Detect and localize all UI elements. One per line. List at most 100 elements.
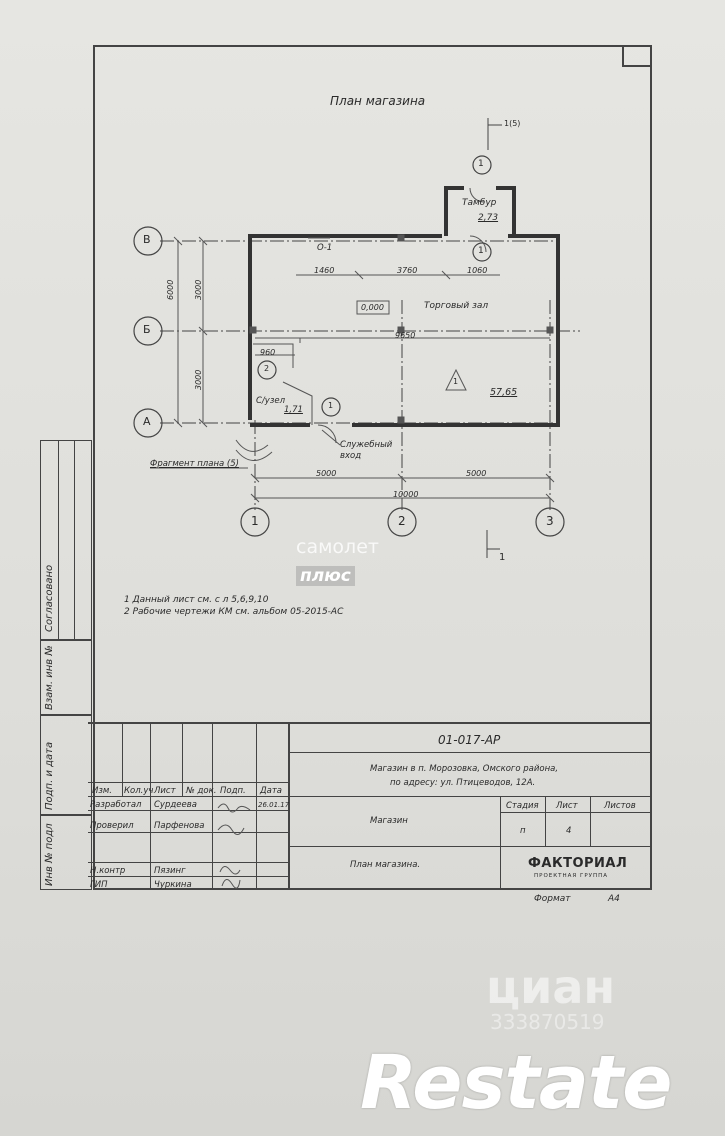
name-gip: Чуркина [154, 880, 192, 890]
level-mark: 0,000 [361, 303, 384, 312]
format-value: А4 [608, 894, 620, 904]
address-line-2: по адресу: ул. Птицеводов, 12А. [390, 778, 536, 788]
dim-6000: 6000 [166, 279, 175, 300]
vestibule-name: Тамбур [462, 198, 497, 208]
notes: 1 Данный лист см. с л 5,6,9,10 2 Рабочие… [124, 594, 343, 618]
window-mark: О-1 [317, 243, 333, 253]
vestibule-marker: 1 [478, 159, 484, 169]
dim-10000: 10000 [393, 490, 419, 499]
tb-line [88, 876, 288, 877]
doc-code: 01-017-АР [438, 733, 501, 747]
tb-line [88, 782, 288, 783]
header-list: Лист [154, 786, 176, 796]
floor-plan [133, 118, 580, 558]
dim-9650: 9650 [395, 331, 416, 340]
axis-label-a: А [143, 415, 151, 428]
header-kol: Кол.уч [124, 786, 154, 796]
tb-line [88, 810, 288, 811]
dim-5000-right: 5000 [466, 469, 487, 478]
tb-line [88, 832, 288, 833]
dim-1060: 1060 [467, 266, 488, 275]
side-cell-divider [58, 440, 75, 640]
header-list2: Лист [556, 801, 578, 811]
header-izm: Изм. [92, 786, 112, 796]
tb-line [288, 846, 652, 847]
date-developer: 26.01.17 [258, 801, 290, 809]
tb-line [545, 796, 546, 846]
hall-marker: 1 [453, 377, 459, 386]
axis-label-3: 3 [546, 514, 554, 528]
header-stadia: Стадия [506, 801, 539, 811]
tb-line [500, 812, 652, 813]
role-developer: Разработал [90, 800, 142, 810]
tb-line [122, 722, 123, 796]
format-label: Формат [534, 894, 571, 904]
soglasovano-label: Согласовано [44, 564, 55, 632]
sheet-title: План магазина. [350, 860, 421, 870]
dim-3000-top: 3000 [194, 279, 203, 300]
wc-marker: 2 [264, 364, 270, 373]
dim-960: 960 [260, 348, 276, 357]
tb-line [500, 796, 501, 890]
vestibule-area: 2,73 [478, 213, 499, 223]
tb-line [256, 722, 257, 890]
role-checker: Проверил [90, 821, 134, 831]
axis-label-1: 1 [251, 514, 259, 528]
name-norm: Пязинг [154, 866, 186, 876]
title-block: 01-017-АР Магазин в п. Морозовка, Омског… [88, 722, 652, 890]
signatures [217, 803, 251, 889]
tb-line [150, 722, 151, 890]
axis-bubble-v [133, 226, 163, 256]
entry-marker: 1 [328, 401, 334, 410]
tb-line [590, 796, 591, 846]
stage-value: п [520, 826, 526, 836]
wc-name: С/узел [256, 396, 286, 406]
address-line-1: Магазин в п. Морозовка, Омского района, [370, 764, 559, 774]
door-marker: 1 [478, 246, 484, 256]
role-gip: ГИП [90, 880, 108, 890]
tb-divider [288, 722, 290, 890]
tb-line [288, 796, 652, 797]
axis-label-2: 2 [398, 514, 406, 528]
object-name: Магазин [370, 816, 408, 826]
plan-title: План магазина [330, 94, 426, 108]
watermark-cian-id: 333870519 [490, 1010, 605, 1034]
note-2: 2 Рабочие чертежи КМ см. альбом 05-2015-… [124, 607, 344, 617]
tb-line [212, 722, 213, 890]
drawing-frame [93, 45, 652, 890]
side-cell-podp [40, 715, 92, 815]
company-subtitle: ПРОЕКТНАЯ ГРУППА [534, 873, 609, 879]
axis-label-b: Б [143, 323, 151, 336]
tb-top-line [88, 722, 652, 724]
dim-3000-bottom: 3000 [194, 369, 203, 390]
fragment-label: Фрагмент плана (5) [150, 459, 239, 469]
header-listov: Листов [604, 801, 636, 811]
side-cell-inv [40, 815, 92, 890]
watermark-samolet: самолет [296, 536, 379, 558]
watermark-cian: циан [486, 960, 616, 1014]
tb-line [288, 752, 652, 753]
vzam-label: Взам. инв № [44, 645, 55, 710]
dim-3760: 3760 [397, 266, 418, 275]
side-approval-strip: Согласовано Взам. инв № Подп. и дата Инв… [40, 440, 92, 890]
header-podp: Подп. [220, 786, 246, 796]
section-mark-top: 1(5) [504, 119, 521, 128]
name-developer: Сурдеева [154, 800, 197, 810]
watermark-plus: плюс [296, 566, 355, 586]
wc-area: 1,71 [284, 405, 303, 415]
hall-area: 57,65 [490, 387, 518, 398]
watermark-restate: Restate [360, 1040, 672, 1126]
tb-line [88, 862, 288, 863]
header-data: Дата [260, 786, 283, 796]
hall-name: Торговый зал [424, 301, 489, 311]
dim-5000-left: 5000 [316, 469, 337, 478]
tb-line [88, 796, 288, 797]
note-1: 1 Данный лист см. с л 5,6,9,10 [124, 595, 269, 605]
podp-label: Подп. и дата [44, 741, 55, 810]
inv-label: Инв № подл [44, 823, 55, 886]
section-mark-bottom: 1 [499, 552, 506, 563]
corner-box [622, 45, 652, 67]
sheet-number: 4 [566, 826, 572, 836]
side-cell-vzam [40, 640, 92, 715]
